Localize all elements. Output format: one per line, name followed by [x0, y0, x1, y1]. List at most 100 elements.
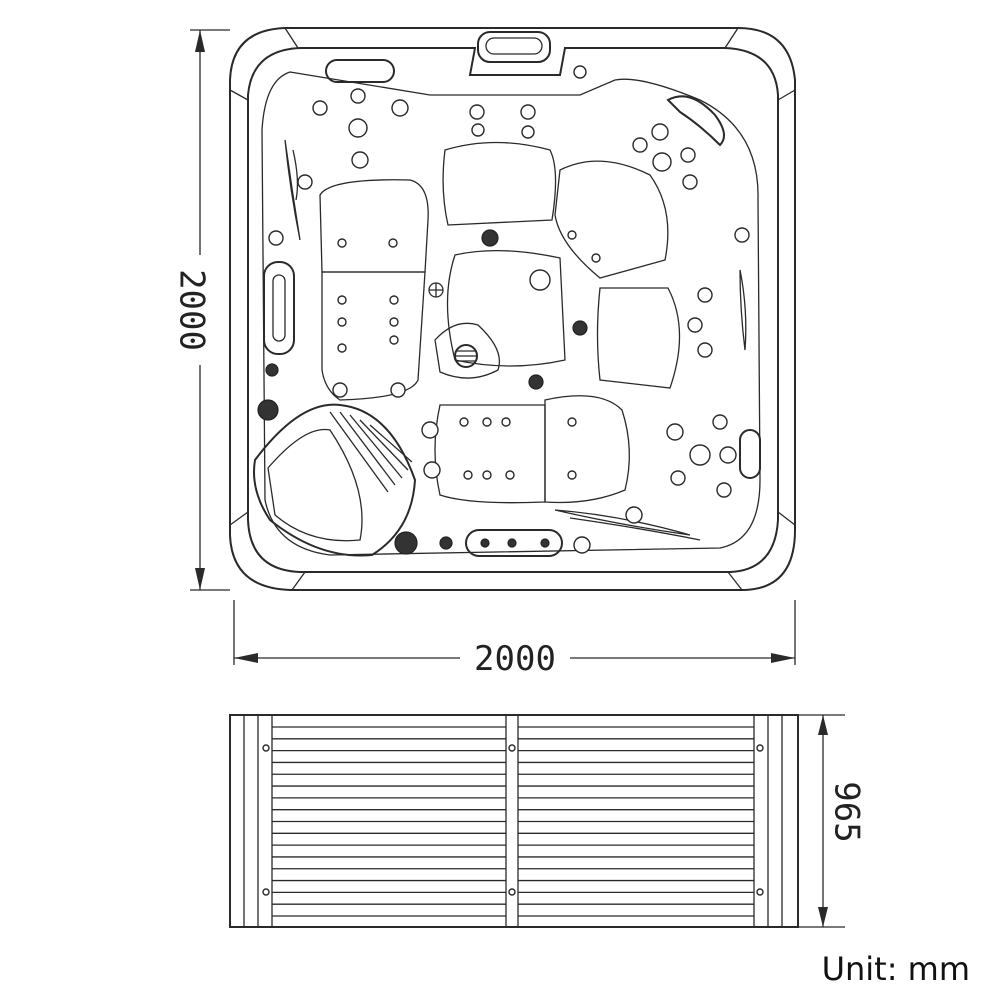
jet: [529, 269, 551, 291]
jets: [268, 65, 750, 554]
seat-right-middle: [596, 287, 681, 389]
width-dimension: 2000: [233, 600, 796, 679]
valve: [257, 399, 279, 421]
headrest-top-left: [325, 59, 395, 83]
seat-top-center: [442, 141, 557, 226]
jet: [337, 295, 347, 305]
jet: [482, 470, 492, 480]
seat-bottom-right: [544, 395, 630, 504]
jet: [482, 417, 492, 427]
lounger: [253, 403, 417, 557]
jet: [573, 536, 591, 554]
jet: [351, 151, 369, 169]
jet: [389, 295, 399, 305]
jet: [297, 174, 313, 190]
jet: [632, 137, 648, 153]
panel-screw: [262, 744, 270, 752]
jet: [459, 417, 469, 427]
jet: [670, 470, 686, 486]
jet: [332, 382, 348, 398]
lounger-ribs: [329, 411, 413, 493]
jet: [389, 317, 399, 327]
seat-left-upper: [319, 179, 429, 273]
jet: [567, 417, 577, 427]
valves: [257, 229, 588, 555]
headrest-top-right: [666, 95, 725, 147]
tub-inner-rim: [247, 47, 779, 573]
valve: [540, 538, 550, 548]
side-handle-left-inner: [272, 274, 286, 342]
front-control-panel: [465, 529, 563, 557]
filter-handle-inner: [485, 37, 543, 55]
tub-well: [261, 71, 761, 556]
valve: [481, 229, 499, 247]
jet: [573, 65, 587, 79]
jet: [350, 88, 366, 104]
jet: [697, 342, 713, 358]
jet: [521, 125, 535, 139]
jet: [337, 238, 347, 248]
jet: [716, 482, 732, 498]
jet: [391, 99, 409, 117]
top-view: [229, 27, 796, 591]
unit-label: Unit: mm: [822, 950, 970, 988]
tub-outer-shell: [229, 27, 796, 591]
corner-bevel-bottom-right: [727, 511, 796, 591]
headrest-right: [739, 429, 761, 479]
panel-screw: [508, 888, 516, 896]
jet: [680, 147, 696, 163]
width-label-bg: [460, 638, 570, 678]
corner-bevel-top-right: [724, 27, 796, 101]
jet: [567, 230, 577, 240]
seat-jets: [337, 230, 601, 480]
side-slats: [272, 726, 754, 917]
valve: [572, 320, 588, 336]
panel-screw: [262, 888, 270, 896]
jet: [390, 382, 406, 398]
center-drain-plate: [434, 322, 501, 379]
jet: [348, 118, 368, 138]
jet: [591, 253, 601, 263]
valve: [439, 536, 453, 550]
side-panel-outline: [229, 714, 799, 928]
light-port-cross: [429, 283, 443, 297]
jet: [666, 423, 684, 441]
jet: [337, 343, 347, 353]
valve: [528, 374, 544, 390]
valve: [507, 538, 517, 548]
depth-label-bg: [182, 255, 218, 365]
depth-label: 2000: [172, 269, 212, 351]
corner-bevel-top-left: [229, 27, 299, 101]
corner-bevel-bottom-left: [229, 511, 306, 591]
swoosh-bottom: [554, 509, 701, 541]
width-label: 2000: [474, 639, 556, 679]
jet: [505, 470, 515, 480]
height-label: 965: [827, 781, 867, 842]
valve: [265, 363, 279, 377]
seat-left-lower: [321, 271, 426, 401]
valve: [394, 531, 418, 555]
jet: [652, 152, 672, 172]
jet: [712, 414, 728, 430]
width-arrow-left: [234, 653, 258, 663]
jet: [421, 421, 439, 439]
width-arrow-right: [771, 653, 795, 663]
lounger-inner: [267, 428, 363, 542]
height-dimension: 965: [798, 714, 867, 928]
swoosh-left: [284, 139, 301, 241]
panel-screw: [756, 744, 764, 752]
jet: [312, 100, 328, 116]
jet: [682, 174, 698, 190]
jet: [689, 444, 711, 466]
jet: [719, 446, 737, 464]
jet: [471, 123, 485, 137]
height-arrow-top: [818, 715, 828, 735]
panel-screw: [756, 888, 764, 896]
valve: [480, 538, 490, 548]
seat-top-right: [554, 160, 669, 279]
jet: [463, 470, 473, 480]
jet: [337, 317, 347, 327]
depth-arrow-bottom: [195, 568, 205, 590]
jet: [567, 470, 577, 480]
